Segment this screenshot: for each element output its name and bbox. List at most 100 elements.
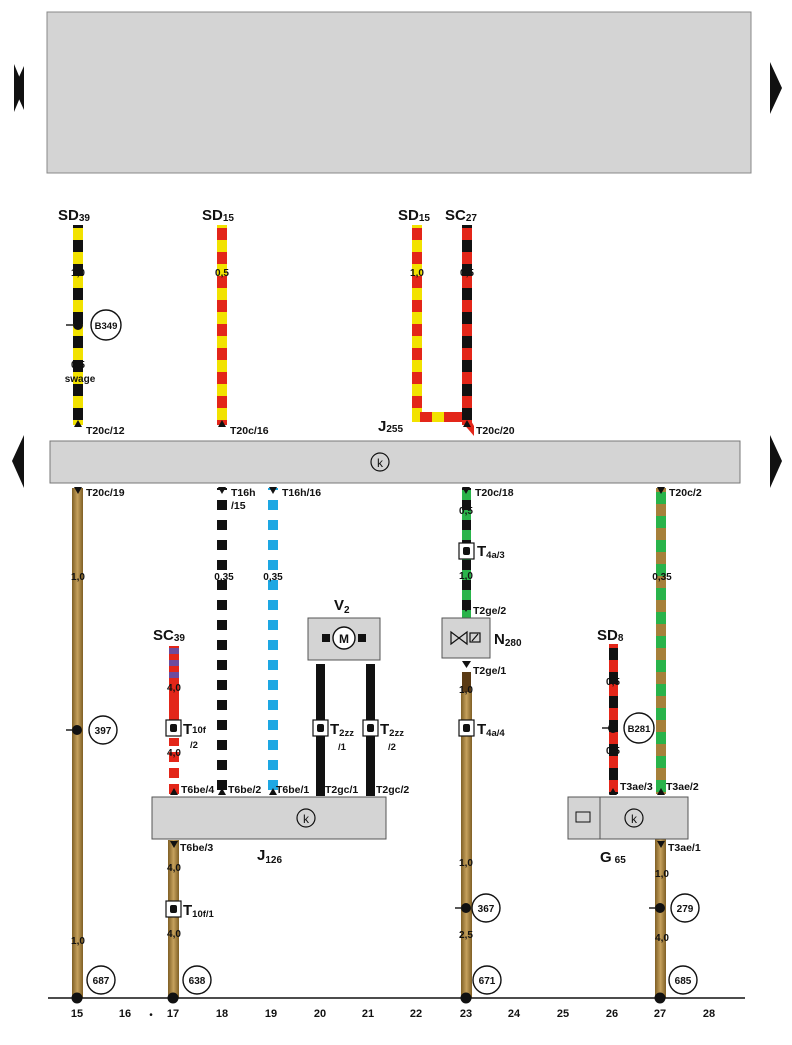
wire-size: 0,5 bbox=[459, 506, 473, 517]
j126-control-symbol: k bbox=[303, 812, 310, 826]
ground-bar-numbers: 15 16 17 18 19 20 21 22 23 24 25 26 27 2… bbox=[71, 1008, 715, 1020]
wire-t16h15 bbox=[217, 488, 227, 795]
next-page-arrow-top[interactable] bbox=[770, 62, 782, 114]
wire-size: 0,35 bbox=[263, 572, 283, 583]
ref-bubble-397 bbox=[88, 715, 118, 745]
connector-t4a4: T4a/4 bbox=[477, 721, 505, 739]
wire-size: 4,0 bbox=[655, 933, 669, 944]
connector-icon-t10f2 bbox=[165, 719, 182, 737]
ref-687-text: 687 bbox=[93, 976, 110, 987]
component-n280: N280 bbox=[494, 631, 522, 649]
component-j255: J255 bbox=[378, 418, 403, 435]
component-j126: J126 bbox=[257, 847, 282, 866]
column-number: 22 bbox=[410, 1008, 422, 1020]
wire-sd15-j255-horizontal bbox=[412, 412, 460, 422]
column-number: 24 bbox=[508, 1008, 521, 1020]
column-number: 21 bbox=[362, 1008, 374, 1020]
pin-t16h16: T16h/16 bbox=[282, 487, 321, 499]
connector-t10f2-suffix: /2 bbox=[190, 740, 198, 751]
motor-symbol: M bbox=[339, 632, 349, 646]
splice-dot-397 bbox=[72, 725, 82, 735]
pin-t3ae1: T3ae/1 bbox=[668, 842, 701, 854]
j126-module bbox=[151, 796, 387, 840]
wire-size: 1,0 bbox=[655, 869, 669, 880]
control-unit-symbol: k bbox=[377, 456, 384, 470]
wire-col23-brown bbox=[461, 692, 472, 998]
ref-b281-text: B281 bbox=[628, 724, 651, 735]
column-number: 27 bbox=[654, 1008, 666, 1020]
g65-control-symbol: k bbox=[631, 812, 638, 826]
column-number: 19 bbox=[265, 1008, 277, 1020]
connector-t2zz1: T2zz bbox=[330, 721, 354, 739]
ref-b349-text: B349 bbox=[95, 321, 118, 332]
pin-t2ge1: T2ge/1 bbox=[473, 665, 506, 677]
column-number: 28 bbox=[703, 1008, 715, 1020]
motor-icon bbox=[332, 626, 356, 650]
wire-sd15-j255 bbox=[412, 225, 422, 420]
wire-size: 1,0 bbox=[410, 268, 424, 279]
wire-size: 4,0 bbox=[167, 683, 181, 694]
wire-size: 1,0 bbox=[71, 936, 85, 947]
splice-dot-279 bbox=[655, 903, 665, 913]
wire-size: 1,0 bbox=[71, 268, 85, 279]
wire-size: 0,5 bbox=[606, 746, 620, 757]
prev-page-arrow-mid[interactable] bbox=[12, 435, 24, 488]
pin-t20c12: T20c/12 bbox=[86, 425, 125, 437]
pin-t2gc2: T2gc/2 bbox=[376, 784, 409, 796]
n280-valve-box bbox=[441, 617, 491, 659]
wire-size: 0,5 bbox=[606, 677, 620, 688]
column-number: 15 bbox=[71, 1008, 83, 1020]
wire-sd15 bbox=[217, 225, 227, 425]
wire-sc39-purple bbox=[169, 646, 179, 682]
terminal-sd39: SD39 bbox=[58, 207, 90, 224]
valve-icon bbox=[450, 630, 481, 646]
column-number: 20 bbox=[314, 1008, 326, 1020]
terminal-sd15-b: SD15 bbox=[398, 207, 430, 224]
control-unit-icon bbox=[370, 452, 390, 472]
motor-terminal-right bbox=[358, 634, 366, 642]
wire-size: 1,0 bbox=[71, 572, 85, 583]
swage-label: swage bbox=[65, 374, 96, 385]
column-number: 23 bbox=[460, 1008, 472, 1020]
ref-bubble-b349 bbox=[90, 309, 122, 341]
ref-bubble-638 bbox=[182, 965, 212, 995]
connector-icon-t4a3 bbox=[458, 542, 475, 560]
connector-t10f2: T10f bbox=[183, 721, 207, 738]
wire-sc39-redwhite bbox=[169, 738, 179, 796]
pin-t20c2: T20c/2 bbox=[669, 487, 702, 499]
wire-size: 1,0 bbox=[459, 571, 473, 582]
wire-sd8 bbox=[609, 644, 618, 794]
next-page-arrow-mid[interactable] bbox=[770, 435, 782, 488]
wire-size: 4,0 bbox=[167, 929, 181, 940]
wire-t20c2 bbox=[656, 488, 666, 794]
wire-size: 2,5 bbox=[459, 930, 473, 941]
pin-t6be2: T6be/2 bbox=[228, 784, 261, 796]
g65-sensor-inner bbox=[567, 796, 601, 840]
prev-page-arrow-top[interactable] bbox=[14, 64, 24, 112]
ref-bubble-687 bbox=[86, 965, 116, 995]
wire-size: 0,35 bbox=[652, 572, 672, 583]
terminal-sd15: SD15 bbox=[202, 207, 234, 224]
connector-t2zz2-suffix: /2 bbox=[388, 742, 396, 753]
splice-dot-367 bbox=[461, 903, 471, 913]
ground-dots bbox=[71, 992, 666, 1004]
wire-t16h16 bbox=[268, 488, 278, 795]
sensor-icon bbox=[575, 811, 591, 823]
ref-bubble-367 bbox=[471, 893, 501, 923]
triangle-right-icon bbox=[770, 435, 782, 488]
column-number: 18 bbox=[216, 1008, 228, 1020]
pin-t3ae3: T3ae/3 bbox=[620, 781, 653, 793]
wire-size: 4,0 bbox=[167, 863, 181, 874]
triangle-right-icon bbox=[770, 62, 782, 114]
wire-size: 1,0 bbox=[459, 858, 473, 869]
wire-size: 0,5 bbox=[215, 268, 229, 279]
n280-diode-icon bbox=[462, 661, 471, 668]
wire-sc39-red bbox=[169, 682, 179, 722]
ref-279-text: 279 bbox=[677, 904, 694, 915]
column-number: 17 bbox=[167, 1008, 179, 1020]
connector-icon-t10f1 bbox=[165, 900, 182, 918]
ground-mark: • bbox=[149, 1010, 153, 1021]
column-number: 26 bbox=[606, 1008, 618, 1020]
